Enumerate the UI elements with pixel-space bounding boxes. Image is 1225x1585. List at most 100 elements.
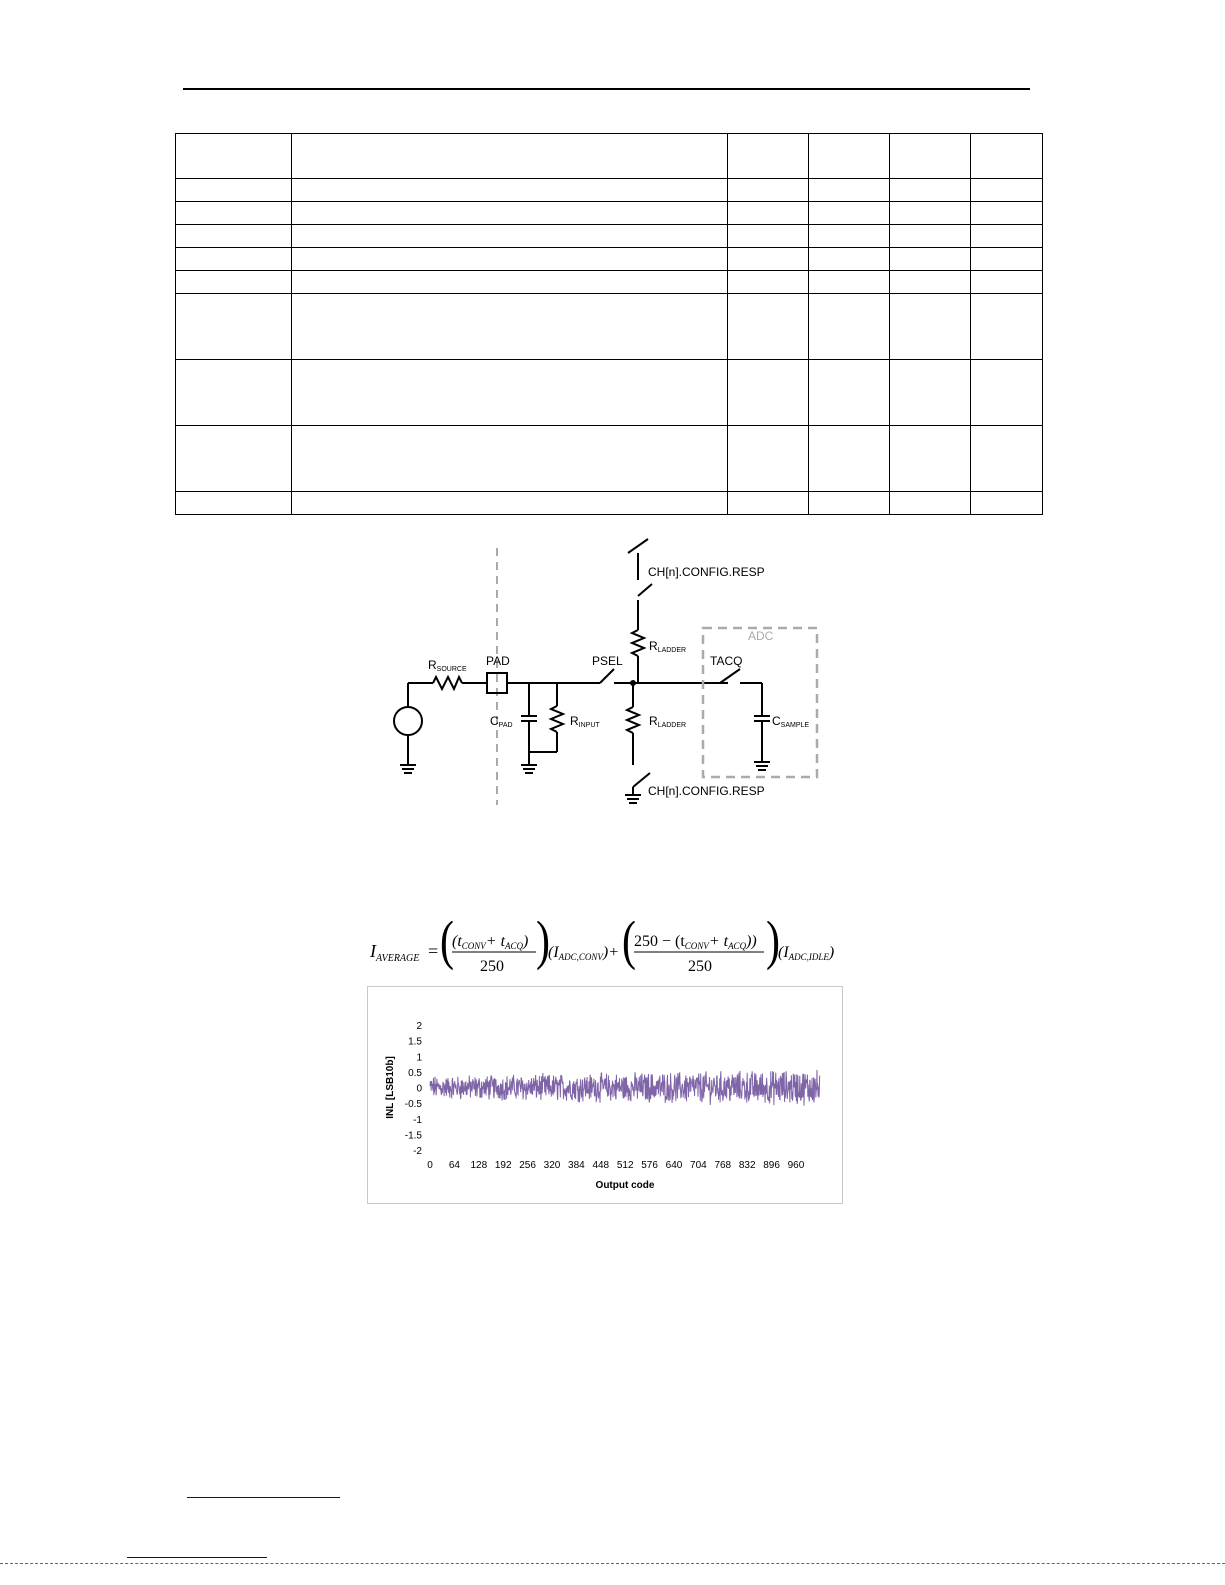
- table-cell: [808, 247, 890, 271]
- x-tick-label: 704: [690, 1160, 707, 1171]
- table-cell: [175, 201, 292, 225]
- formula-equals: =: [428, 941, 438, 961]
- inl-series-line: [429, 1069, 821, 1106]
- formula-iconv: (IADC,CONV)+: [548, 944, 619, 962]
- table-cell: [727, 270, 809, 294]
- table-cell: [727, 491, 809, 515]
- table-cell: [175, 247, 292, 271]
- rsource-resistor: [432, 674, 463, 692]
- formula-paren-open-1: (: [440, 921, 454, 971]
- x-tick-label: 960: [788, 1160, 805, 1171]
- x-tick-label: 320: [544, 1160, 561, 1171]
- x-tick-label: 64: [449, 1160, 461, 1171]
- rladder-bottom-label: RLADDER: [649, 714, 686, 729]
- x-tick-label: 832: [739, 1160, 756, 1171]
- table-cell: [970, 224, 1043, 248]
- formula-num2: 250 − (tCONV+ tACQ)): [634, 933, 757, 951]
- tacq-switch: [719, 668, 741, 684]
- csample-label: CSAMPLE: [772, 714, 809, 729]
- x-tick-label: 640: [666, 1160, 683, 1171]
- adc-input-circuit-diagram: RSOURCE PAD CPAD RINPUT PSEL RLADDER RLA…: [393, 538, 819, 805]
- table-cell: [808, 270, 890, 294]
- cpad-label: CPAD: [490, 714, 513, 729]
- table-row: [175, 201, 1043, 225]
- formula-den1: 250: [480, 958, 504, 975]
- rladder-top-resistor: [629, 629, 647, 657]
- y-tick-label: -2: [413, 1146, 422, 1157]
- table-cell: [970, 491, 1043, 515]
- formula-lhs: IAVERAGE: [369, 941, 419, 964]
- table-cell: [175, 270, 292, 294]
- x-tick-label: 256: [519, 1160, 536, 1171]
- formula-paren-close-1: ): [536, 921, 550, 971]
- table-cell: [727, 247, 809, 271]
- specification-table: [175, 133, 1043, 515]
- tacq-label: TACQ: [710, 654, 742, 668]
- formula-iidle: (IADC,IDLE): [778, 944, 834, 962]
- inl-chart: 2 1.5 1 0.5 0 -0.5 -1 -1.5 -2 0 64 128 192 256 320 384 4…: [367, 986, 843, 1204]
- rinput-label: RINPUT: [570, 714, 600, 729]
- table-cell: [889, 491, 971, 515]
- x-tick-label: 192: [495, 1160, 512, 1171]
- table-cell: [175, 178, 292, 202]
- table-cell: [175, 491, 292, 515]
- voltage-source: [393, 706, 423, 736]
- x-tick-label: 0: [427, 1160, 433, 1171]
- table-cell: [727, 293, 809, 360]
- formula-paren-open-2: (: [622, 921, 636, 971]
- x-tick-label: 512: [617, 1160, 634, 1171]
- psel-switch: [599, 668, 615, 684]
- y-tick-label: -1.5: [405, 1130, 423, 1141]
- footer-link-underline-2[interactable]: [127, 1557, 267, 1558]
- config-resp-bottom-label: CH[n].CONFIG.RESP: [648, 784, 765, 798]
- y-tick-label: 1: [416, 1052, 422, 1063]
- x-tick-label: 768: [714, 1160, 731, 1171]
- rladder-top-label: RLADDER: [649, 639, 686, 654]
- adc-box: [701, 626, 819, 779]
- table-cell: [291, 270, 728, 294]
- y-tick-label: 2: [416, 1021, 422, 1032]
- table-cell: [970, 293, 1043, 360]
- config-resp-top-switch: [627, 538, 649, 554]
- footer-link-underline[interactable]: [187, 1497, 340, 1498]
- rsource-label: RSOURCE: [428, 658, 467, 673]
- y-axis-label: INL [LSB10b]: [385, 1056, 396, 1119]
- formula-paren-close-2: ): [766, 921, 780, 971]
- config-resp-top-label: CH[n].CONFIG.RESP: [648, 565, 765, 579]
- table-cell: [727, 133, 809, 179]
- table-cell: [291, 491, 728, 515]
- y-tick-label: -1: [413, 1115, 422, 1126]
- table-cell: [175, 293, 292, 360]
- x-tick-label: 448: [592, 1160, 609, 1171]
- table-cell: [970, 201, 1043, 225]
- config-resp-bottom-switch: [632, 772, 651, 788]
- x-tick-label: 384: [568, 1160, 585, 1171]
- footer-dashed-rule: [0, 1563, 1225, 1564]
- rinput-resistor: [548, 705, 566, 733]
- average-current-formula: IAVERAGE = ( (tCONV+ tACQ) 250 ) (IADC,C…: [369, 921, 834, 975]
- table-cell: [889, 425, 971, 492]
- y-tick-label: -0.5: [405, 1099, 423, 1110]
- rladder-bottom-resistor: [624, 706, 642, 734]
- table-cell: [808, 293, 890, 360]
- psel-label: PSEL: [592, 654, 623, 668]
- x-tick-label: 896: [763, 1160, 780, 1171]
- y-tick-label: 0: [416, 1084, 422, 1095]
- table-cell: [970, 425, 1043, 492]
- formula-den2: 250: [688, 958, 712, 975]
- table-row: [175, 178, 1043, 202]
- formula-num1: (tCONV+ tACQ): [452, 933, 528, 951]
- inl-chart-svg: 2 1.5 1 0.5 0 -0.5 -1 -1.5 -2 0 64 128 192 256 320 384 4…: [385, 1021, 821, 1191]
- adc-label: ADC: [748, 629, 774, 643]
- header-rule: [183, 88, 1030, 90]
- x-tick-label: 128: [470, 1160, 487, 1171]
- table-row: [175, 491, 1043, 515]
- table-cell: [889, 359, 971, 426]
- y-tick-label: 1.5: [408, 1037, 422, 1048]
- table-cell: [291, 178, 728, 202]
- x-axis-label: Output code: [596, 1180, 655, 1191]
- y-tick-label: 0.5: [408, 1068, 422, 1079]
- pad-label: PAD: [486, 654, 510, 668]
- table-cell: [970, 178, 1043, 202]
- x-tick-label: 576: [641, 1160, 658, 1171]
